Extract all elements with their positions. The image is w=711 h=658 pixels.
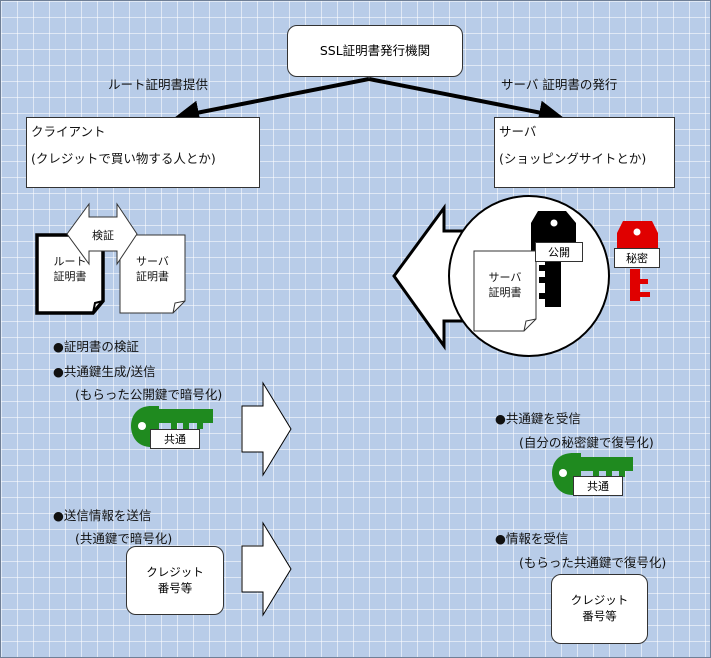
server-box [494,117,675,188]
server-subtitle: (ショッピングサイトとか) [499,151,647,166]
server-cert-document [473,250,537,332]
server-step-receive-info: ●情報を受信 [495,531,569,546]
client-title: クライアント [31,124,106,139]
server-cert-text: サーバ 証明書 [488,271,522,299]
client-common-key-label: 共通 [150,429,200,449]
client-subtitle: (クレジットで買い物する人とか) [31,151,216,166]
client-payload-line2: 番号等 [157,580,193,595]
client-payload-box: クレジット 番号等 [126,546,224,615]
server-cert-client-text: サーバ 証明書 [136,255,169,283]
verify-label: 検証 [92,229,114,242]
client-step-send-info-note: (共通鍵で暗号化) [75,531,173,546]
root-cert-edge-label: ルート証明書提供 [108,77,209,92]
server-step-receive-key-note: (自分の秘密鍵で復号化) [519,435,654,450]
client-payload-line1: クレジット [146,564,204,579]
info-send-arrow [241,521,292,617]
client-common-key-icon [131,406,213,447]
client-step-verify: ●証明書の検証 [53,339,139,354]
root-cert-arrow [175,77,370,125]
server-cert-edge-label: サーバ 証明書の発行 [501,77,618,92]
verify-double-arrow [66,202,138,266]
server-step-receive-info-note: (もらった共通鍵で復号化) [519,555,667,570]
server-cert-document-client [119,234,186,314]
root-cert-text: ルート 証明書 [53,255,87,283]
server-common-key-label: 共通 [573,476,623,496]
server-cert-arrow [368,77,563,125]
common-key-send-arrow [241,381,292,477]
client-step-generate-note: (もらった公開鍵で暗号化) [75,387,223,402]
client-step-generate: ●共通鍵生成/送信 [53,364,156,379]
authority-box: SSL証明書発行機関 [287,25,463,77]
server-title: サーバ [499,124,537,139]
server-step-receive-key: ●共通鍵を受信 [495,411,581,426]
authority-title: SSL証明書発行機関 [319,42,431,58]
private-key-label: 秘密 [614,248,660,268]
server-payload-line1: クレジット [570,593,629,608]
client-step-send-info: ●送信情報を送信 [53,508,152,523]
private-key-icon [617,221,658,301]
server-common-key-icon [552,453,633,495]
server-payload-box: クレジット 番号等 [551,574,648,644]
client-box [26,117,260,188]
server-payload-line2: 番号等 [582,609,617,623]
public-key-label: 公開 [535,242,583,262]
